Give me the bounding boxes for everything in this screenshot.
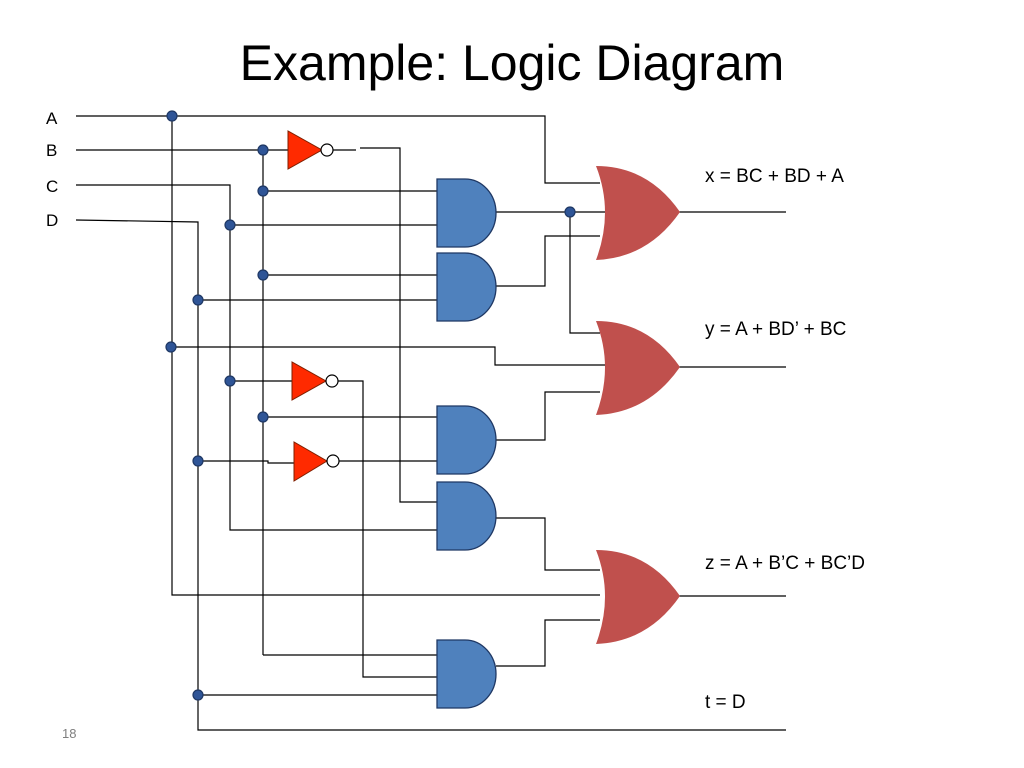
and-gate-3 <box>436 405 497 475</box>
and-gate-2 <box>436 252 497 322</box>
wire-c <box>76 184 437 531</box>
wire-and1-to-or2 <box>569 212 600 334</box>
slide-title: Example: Logic Diagram <box>239 35 785 91</box>
not-gate-b-bubble <box>320 143 334 157</box>
junction-b-and2 <box>257 269 269 281</box>
junction-d-not <box>192 455 204 467</box>
junction-a-or2 <box>165 341 177 353</box>
and-gate-1 <box>436 178 497 248</box>
wire-a-or2 <box>172 346 606 366</box>
junction-b-and1 <box>257 185 269 197</box>
junction-d-and7 <box>192 689 204 701</box>
wire-d <box>75 219 786 731</box>
junction-b-top <box>257 144 269 156</box>
junction-d-and2 <box>192 294 204 306</box>
wire-and7-out <box>496 619 600 667</box>
wire-and4-out <box>496 391 600 441</box>
junction-and1-or2 <box>564 206 576 218</box>
not-gate-d <box>293 441 328 482</box>
not-gate-c-bubble <box>325 374 339 388</box>
junction-a-top <box>166 110 178 122</box>
wire-a <box>76 115 600 184</box>
not-gate-b <box>287 130 324 170</box>
input-label-b: B <box>46 141 57 160</box>
slide-number: 18 <box>62 726 77 741</box>
and-gate-5 <box>436 639 497 709</box>
wire-d-not <box>198 460 294 464</box>
or-gate-x <box>596 166 680 260</box>
junction-c-and1 <box>224 219 236 231</box>
wire-and5-out <box>496 517 600 571</box>
input-label-c: C <box>46 177 58 196</box>
not-gate-d-bubble <box>326 454 340 468</box>
output-equation-x: x = BC + BD + A <box>705 166 844 187</box>
input-label-a: A <box>46 109 58 128</box>
input-label-d: D <box>46 211 58 230</box>
output-equation-t: t = D <box>705 692 746 713</box>
not-gate-c <box>291 361 328 401</box>
and-gate-4 <box>436 481 497 551</box>
wire-not-c <box>338 380 437 678</box>
junction-c-not <box>224 375 236 387</box>
junction-b-and4 <box>257 411 269 423</box>
wire-not-b-bus <box>360 147 437 503</box>
wire-and2-out <box>496 235 600 287</box>
output-equation-y: y = A + BD’ + BC <box>705 319 846 340</box>
or-gate-y <box>596 321 680 415</box>
bus-a <box>171 116 600 596</box>
output-equation-z: z = A + B’C + BC’D <box>705 553 865 574</box>
or-gate-z <box>596 550 680 644</box>
